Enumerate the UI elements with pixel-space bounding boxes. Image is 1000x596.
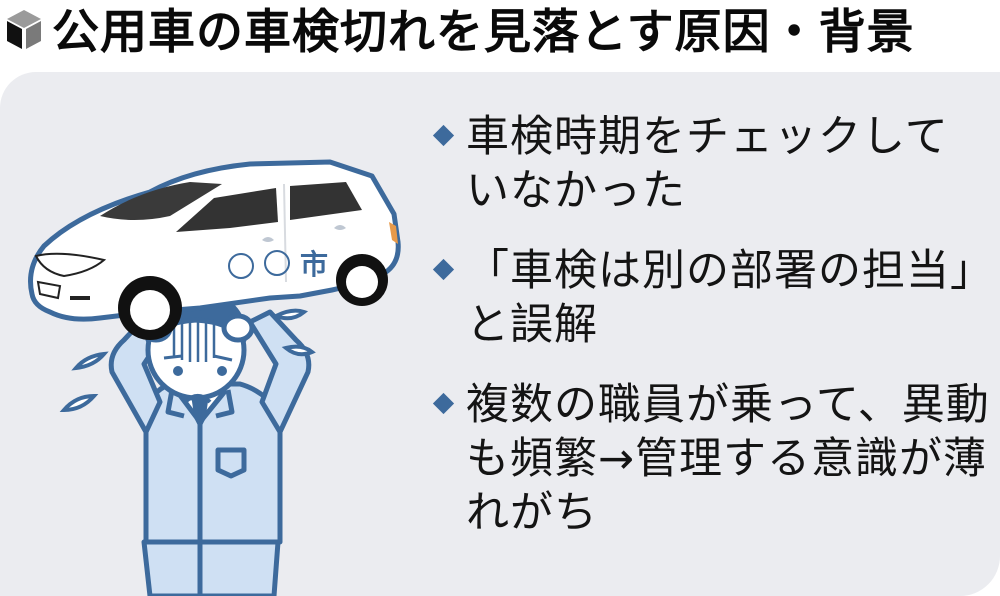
reason-item: 「車検は別の部署の担当」と誤解 [430,244,990,352]
diamond-icon [432,258,455,281]
reason-item: 複数の職員が乗って、異動も頻繁→管理する意識が薄れがち [430,378,990,540]
svg-text:市: 市 [300,248,328,281]
cube-icon [7,10,41,49]
reason-text: 複数の職員が乗って、異動も頻繁→管理する意識が薄れがち [466,380,990,538]
car-and-employee-illustration: 市 [28,159,401,596]
header: 公用車の車検切れを見落とす原因・背景 [0,0,1000,66]
city-car: 市 [28,159,401,340]
reasons-list: 車検時期をチェックしていなかった 「車検は別の部署の担当」と誤解 複数の職員が乗… [430,110,990,566]
reason-text: 「車検は別の部署の担当」と誤解 [466,246,973,350]
diamond-icon [432,392,455,415]
page-title: 公用車の車検切れを見落とす原因・背景 [52,5,915,60]
reason-item: 車検時期をチェックしていなかった [430,110,990,218]
worried-face [163,354,233,404]
reason-text: 車検時期をチェックしていなかった [466,112,949,216]
diamond-icon [432,124,455,147]
